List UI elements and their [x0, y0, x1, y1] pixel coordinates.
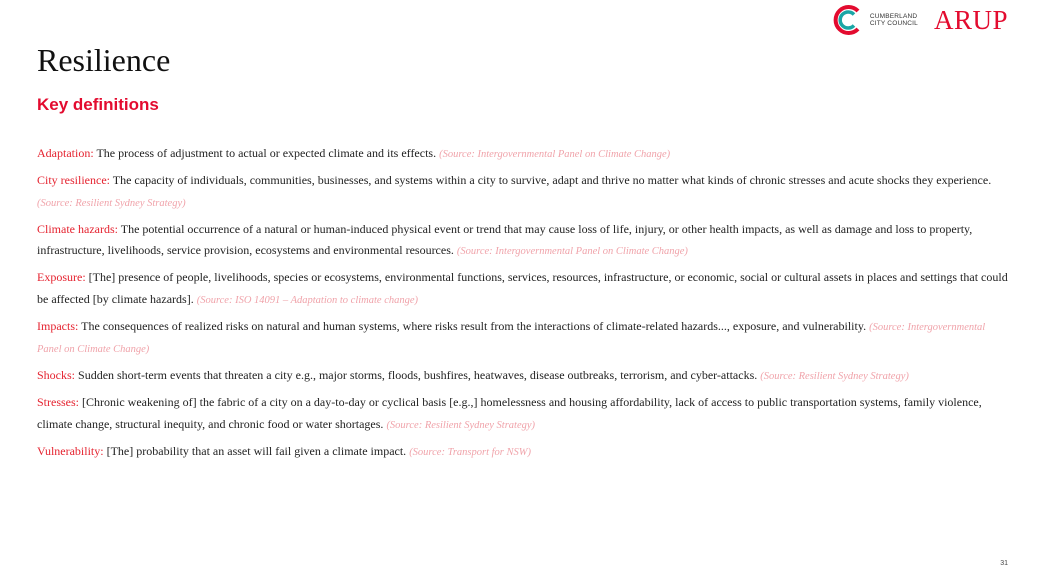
definition-text: The capacity of individuals, communities…: [109, 173, 992, 187]
definition-term: Climate hazards:: [37, 221, 118, 236]
cumberland-city-council-logo: CUMBERLAND CITY COUNCIL: [831, 3, 918, 37]
page-title: Resilience: [37, 42, 171, 78]
definition-text: The process of adjustment to actual or e…: [93, 146, 440, 160]
definition-text: [Chronic weakening of] the fabric of a c…: [37, 395, 982, 431]
definition-term: Impacts:: [37, 318, 79, 333]
definition-text: [The] presence of people, livelihoods, s…: [37, 270, 1008, 306]
definition-climate-hazards: Climate hazards: The potential occurrenc…: [37, 219, 1012, 263]
council-logo-line-2: CITY COUNCIL: [869, 20, 918, 27]
definition-city-resilience: City resilience: The capacity of individ…: [37, 170, 1012, 214]
definition-term: Stresses:: [37, 395, 79, 409]
cumberland-c-icon: [833, 5, 860, 35]
definition-source: (Source: Intergovernmental Panel on Clim…: [37, 321, 986, 356]
definition-term: Exposure:: [37, 270, 86, 284]
definition-source: (Source: Transport for NSW): [409, 446, 532, 458]
definition-source: (Source: Intergovernmental Panel on Clim…: [456, 246, 688, 257]
council-logo-line-1: CUMBERLAND: [869, 13, 918, 20]
definition-text: [The] probability that an asset will fai…: [103, 443, 410, 458]
definition-text: The consequences of realized risks on na…: [78, 318, 870, 333]
definition-term: Adaptation:: [37, 146, 94, 160]
page-subtitle: Key definitions: [37, 95, 159, 114]
definition-impacts: Impacts: The consequences of realized ri…: [37, 316, 1012, 361]
definition-term: Vulnerability:: [37, 443, 104, 458]
definitions-list: Adaptation: The process of adjustment to…: [37, 143, 1012, 468]
definition-text: The potential occurrence of a natural or…: [37, 221, 973, 258]
definition-source: (Source: Resilient Sydney Strategy): [37, 197, 186, 209]
definition-text: Sudden short-term events that threaten a…: [75, 368, 761, 382]
definition-source: (Source: Resilient Sydney Strategy): [386, 419, 536, 431]
definition-term: Shocks:: [37, 368, 76, 382]
arup-logo: ARUP: [933, 4, 1008, 35]
definition-adaptation: Adaptation: The process of adjustment to…: [37, 143, 1012, 166]
header-logos: CUMBERLAND CITY COUNCIL ARUP: [831, 0, 1008, 40]
definition-source: (Source: Resilient Sydney Strategy): [760, 371, 909, 382]
definition-exposure: Exposure: [The] presence of people, live…: [37, 267, 1012, 311]
definition-stresses: Stresses: [Chronic weakening of] the fab…: [37, 392, 1012, 436]
definition-shocks: Shocks: Sudden short-term events that th…: [37, 365, 1012, 388]
definition-vulnerability: Vulnerability: [The] probability that an…: [37, 441, 1012, 464]
page-number: 31: [1000, 560, 1008, 567]
definition-source: (Source: ISO 14091 – Adaptation to clima…: [196, 294, 419, 306]
definition-term: City resilience:: [37, 173, 110, 187]
definition-source: (Source: Intergovernmental Panel on Clim…: [439, 149, 671, 160]
